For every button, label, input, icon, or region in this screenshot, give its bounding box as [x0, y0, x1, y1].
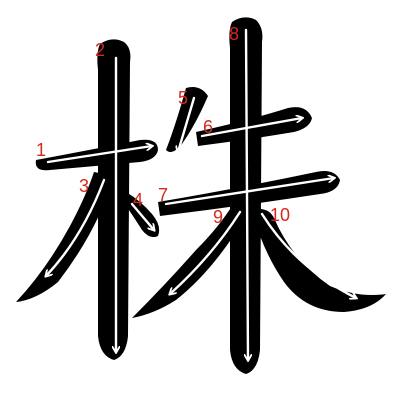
stroke-number-7: 7 — [158, 185, 168, 205]
arrow-9 — [170, 210, 242, 294]
stroke-number-8: 8 — [229, 24, 239, 44]
arrow-3 — [46, 178, 106, 276]
arrow-1 — [46, 146, 152, 164]
stroke-number-9: 9 — [213, 207, 223, 227]
arrow-6 — [200, 118, 302, 138]
stroke-number-1: 1 — [36, 140, 46, 160]
arrow-5 — [178, 96, 196, 152]
stroke-2 — [97, 39, 131, 361]
stroke-number-10: 10 — [270, 205, 290, 225]
stroke-9 — [132, 206, 246, 318]
stroke-number-5: 5 — [178, 88, 188, 108]
stroke-3 — [16, 172, 114, 302]
stroke-number-3: 3 — [79, 176, 89, 196]
arrow-7 — [164, 178, 334, 206]
arrow-4 — [130, 202, 154, 230]
arrow-10 — [260, 212, 356, 298]
stroke-number-2: 2 — [95, 40, 105, 60]
stroke-number-4: 4 — [133, 190, 143, 210]
arrow-8 — [246, 28, 248, 360]
stroke-number-6: 6 — [203, 117, 213, 137]
